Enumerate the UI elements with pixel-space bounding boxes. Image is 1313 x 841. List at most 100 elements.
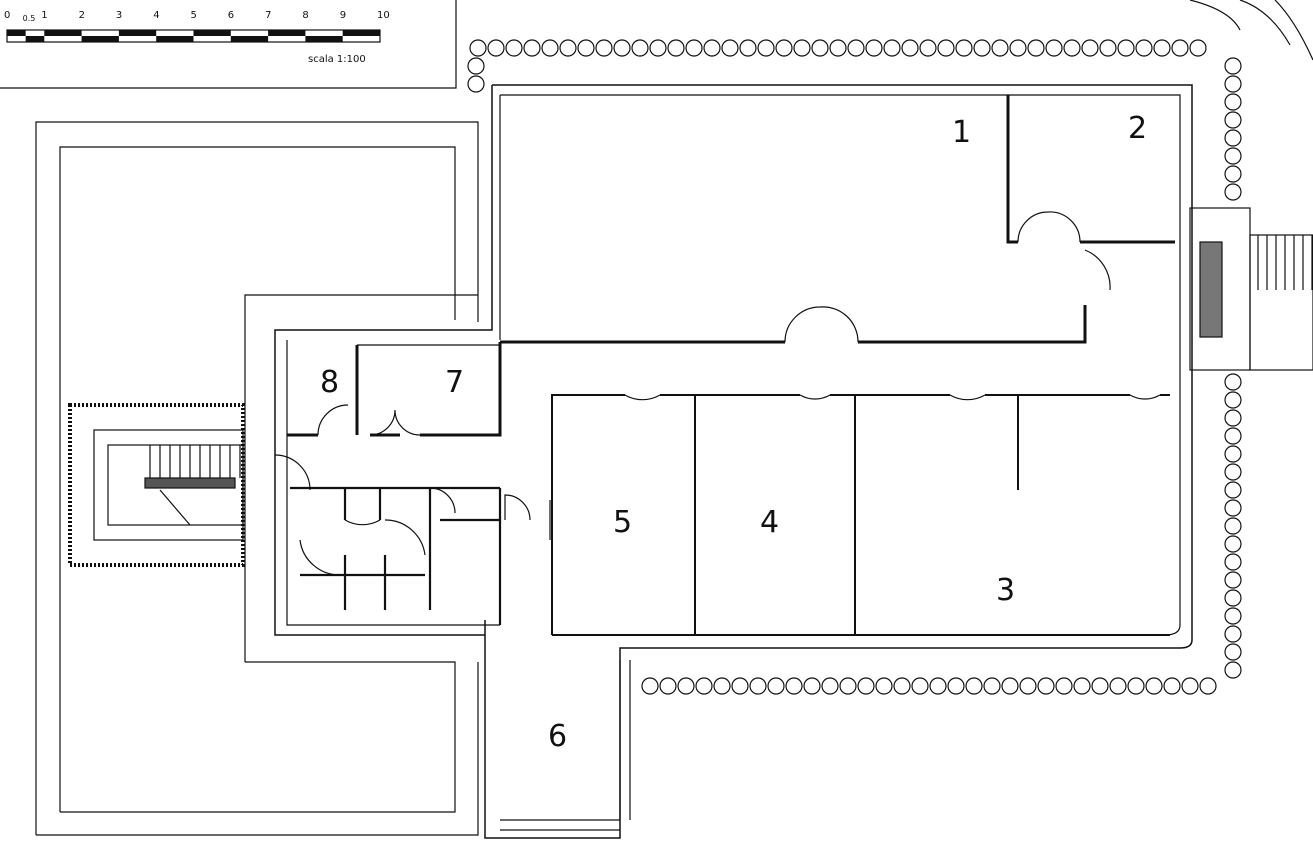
hedge-shrub: [469, 39, 487, 57]
scale-tick-label: 7: [265, 10, 271, 21]
scale-bar-segment: [230, 36, 269, 42]
hedge-shrub: [1081, 39, 1099, 57]
hedge-shrub: [467, 57, 485, 75]
scale-bar-segment: [118, 30, 157, 36]
hedge-shrub: [1224, 499, 1242, 517]
hedge-shrub: [685, 39, 703, 57]
scale-tick-label: 8: [302, 10, 308, 21]
room-6-windows: [500, 660, 631, 831]
hedge-shrub: [1171, 39, 1189, 57]
scale-bar-segment: [81, 36, 119, 42]
entrance-grate: [1199, 241, 1223, 338]
hedge-shrub: [1109, 677, 1127, 695]
hedge-shrub: [641, 677, 659, 695]
entrance-door: [1084, 249, 1111, 291]
hedge-shrub: [1224, 589, 1242, 607]
hedge-shrub: [677, 677, 695, 695]
hedge-shrub: [1199, 677, 1217, 695]
hedge-shrub: [829, 39, 847, 57]
hedge-shrub: [991, 39, 1009, 57]
room-label-8: 8: [320, 365, 339, 400]
hedge-shrub: [1224, 409, 1242, 427]
scale-tick-label: 1: [41, 10, 47, 21]
hedge-shrub: [1224, 535, 1242, 553]
corridor-double-door: [784, 306, 859, 343]
hedge-shrub: [785, 677, 803, 695]
scale-tick-label: 2: [79, 10, 85, 21]
west-wing-inner: [286, 340, 500, 626]
hedge-shrub: [739, 39, 757, 57]
hedge-shrub: [649, 39, 667, 57]
hedge-shrub: [847, 39, 865, 57]
hedge-shrub: [1037, 677, 1055, 695]
scale-caption: scala 1:100: [308, 54, 366, 65]
restroom-partitions: [290, 486, 502, 625]
hedge-shrub: [505, 39, 523, 57]
hedge-shrub: [1001, 677, 1019, 695]
room-1-door: [1017, 211, 1081, 243]
scale-bar-segment: [156, 36, 194, 42]
room-label-2: 2: [1128, 111, 1147, 146]
scale-bar-segment: [305, 36, 343, 42]
hedge-shrub: [821, 677, 839, 695]
hedge-shrub: [947, 677, 965, 695]
hedge-shrub: [929, 677, 947, 695]
hedge-shrub: [631, 39, 649, 57]
hedge-shrub: [659, 677, 677, 695]
hedge-shrub: [875, 677, 893, 695]
hedge-shrub: [919, 39, 937, 57]
hedge-shrub: [1224, 481, 1242, 499]
rooms-7-8-doors: [317, 404, 421, 436]
hedge-shrub: [857, 677, 875, 695]
hedge-shrub: [595, 39, 613, 57]
hedge-shrub: [1224, 445, 1242, 463]
hedge-shrub: [911, 677, 929, 695]
hedge-shrub: [1224, 147, 1242, 165]
hedge-shrub: [1073, 677, 1091, 695]
hedge-shrub: [1189, 39, 1207, 57]
hedge-shrub: [965, 677, 983, 695]
hedge-shrub: [1224, 165, 1242, 183]
door-swings-rooms: [624, 394, 1161, 401]
hedge-shrub: [1091, 677, 1109, 695]
corridor-door-6: [504, 494, 551, 540]
room-label-5: 5: [613, 505, 632, 540]
hedge-shrub: [983, 677, 1001, 695]
scale-tick-label: 6: [228, 10, 234, 21]
stair-landing-hatch: [144, 477, 236, 489]
scale-tick-label: 0: [4, 10, 10, 21]
rooms-3-5-top-wall: [551, 394, 1170, 635]
scale-bar-segment: [268, 30, 306, 36]
stair-door: [274, 454, 311, 491]
room-label-1: 1: [952, 115, 971, 150]
restroom-doors: [299, 487, 456, 576]
hedge-shrub: [713, 677, 731, 695]
hedge-shrub: [577, 39, 595, 57]
hedge-shrub: [1127, 677, 1145, 695]
courtyard-inner-outline: [59, 146, 456, 812]
hedge-shrub: [1019, 677, 1037, 695]
hedge-shrub: [467, 75, 485, 93]
hedge-shrub: [1099, 39, 1117, 57]
building-west-wall: [274, 85, 493, 636]
stair-treads: [149, 445, 241, 526]
hedge-shrub: [767, 677, 785, 695]
scale-tick-label: 5: [191, 10, 197, 21]
hedge-shrub: [1224, 571, 1242, 589]
hedge-shrub: [1224, 625, 1242, 643]
hedge-shrub: [613, 39, 631, 57]
steps-outline: [1249, 234, 1313, 371]
hedge-shrub: [1224, 57, 1242, 75]
scale-tick-label: 10: [377, 10, 390, 21]
hedge-shrub: [695, 677, 713, 695]
hedge-shrub: [1153, 39, 1171, 57]
hedge-shrub: [1224, 373, 1242, 391]
hedge-shrub: [1224, 427, 1242, 445]
hedge-shrub: [901, 39, 919, 57]
room-label-4: 4: [760, 505, 779, 540]
hedge-shrub: [667, 39, 685, 57]
hedge-shrub: [811, 39, 829, 57]
hedge-shrub: [955, 39, 973, 57]
